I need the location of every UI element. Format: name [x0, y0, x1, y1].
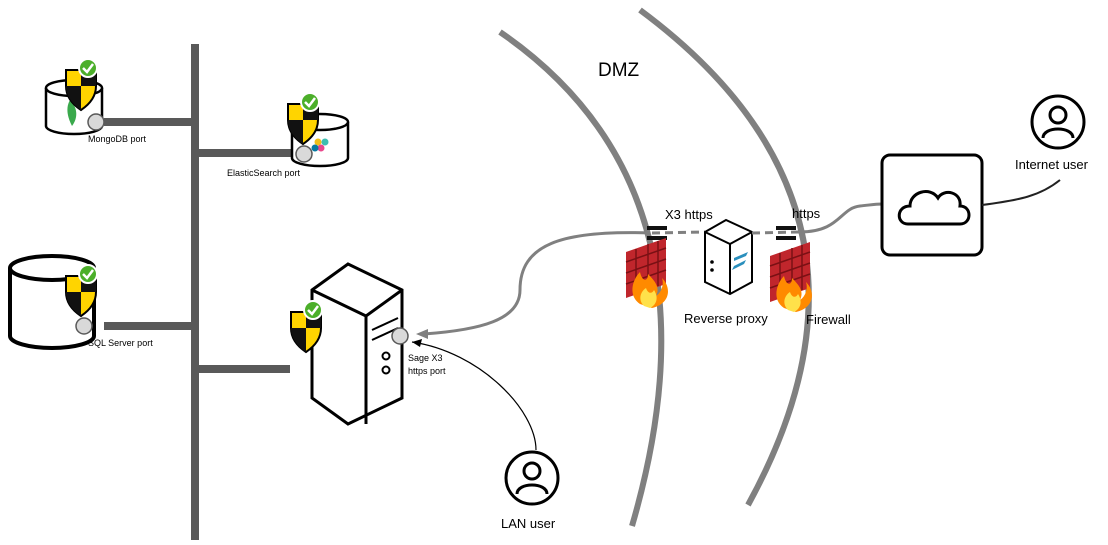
mongodb-leaf-icon: [67, 100, 77, 126]
elasticsearch-port-label: ElasticSearch port: [227, 168, 301, 178]
lan-user-link: [411, 341, 537, 451]
dmz-label: DMZ: [598, 60, 640, 81]
x3-https-link: [651, 230, 706, 235]
dmz-outer-boundary: [638, 7, 812, 507]
firewall-icon: [625, 237, 669, 309]
internet-user-label: Internet user: [1015, 157, 1089, 172]
elasticsearch-logo-icon: [311, 138, 329, 152]
lan-user-label: LAN user: [501, 516, 556, 531]
elasticsearch-port-connector: [295, 145, 313, 163]
x3-https-label: X3 https: [665, 207, 713, 222]
arrowhead: [416, 329, 428, 339]
sqlserver-port-label: SQL Server port: [88, 338, 153, 348]
sagex3-port-label-line1: Sage X3: [408, 353, 443, 363]
cloud-icon: [897, 190, 971, 226]
sagex3-server: [310, 262, 404, 426]
https-link: [751, 230, 801, 235]
user-icon: [1030, 94, 1086, 150]
reverse-proxy-label: Reverse proxy: [684, 311, 768, 326]
firewall-icon: [769, 241, 813, 313]
port-marker: [776, 226, 796, 230]
https-label: https: [792, 206, 821, 221]
arrowhead: [412, 339, 422, 347]
internet-user-link: [981, 179, 1061, 206]
dmz-inner-boundary: [498, 29, 665, 527]
port-marker: [776, 236, 796, 240]
reverse-proxy-server: [704, 218, 753, 296]
proxy-to-sagex3-link: [423, 231, 651, 336]
sagex3-port-label-line2: https port: [408, 366, 446, 376]
port-marker: [647, 236, 667, 240]
sagex3-port-connector: [391, 327, 409, 345]
internet-to-dmz-link: [799, 202, 883, 234]
mongodb-port-connector: [87, 113, 105, 131]
mongodb-port-label: MongoDB port: [88, 134, 147, 144]
swap-arrows-icon: [732, 252, 748, 270]
user-icon: [504, 450, 560, 506]
firewall-label: Firewall: [806, 312, 851, 327]
port-marker: [647, 226, 667, 230]
sqlserver-port-connector: [75, 317, 93, 335]
